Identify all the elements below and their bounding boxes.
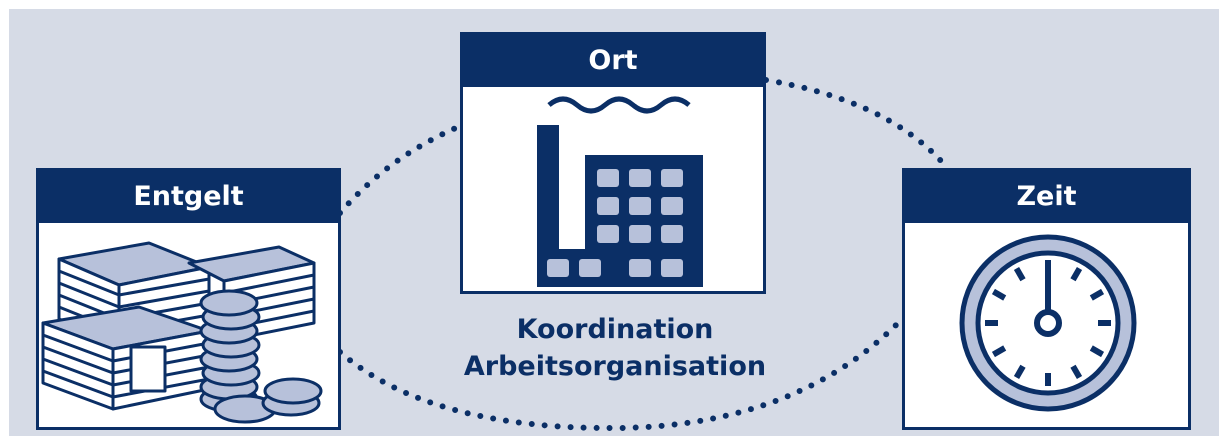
card-entgelt-title: Entgelt <box>39 171 338 223</box>
money-icon <box>41 241 323 424</box>
center-label-koordination: Koordination <box>516 314 714 345</box>
card-entgelt: Entgelt <box>36 168 341 430</box>
factory-icon <box>537 96 703 287</box>
clock-tick <box>1089 345 1105 358</box>
clock-tick <box>991 345 1007 358</box>
clock-tick <box>1089 288 1105 301</box>
card-ort: Ort <box>460 32 766 294</box>
card-zeit: Zeit <box>902 168 1191 430</box>
card-ort-title: Ort <box>463 35 763 87</box>
clock-tick <box>1013 364 1026 380</box>
card-zeit-title: Zeit <box>905 171 1188 223</box>
clock-icon <box>959 234 1137 412</box>
center-label-arbeitsorganisation: Arbeitsorganisation <box>463 351 767 382</box>
clock-tick <box>1013 266 1026 282</box>
clock-tick <box>1070 266 1083 282</box>
clock-tick <box>1070 364 1083 380</box>
clock-tick <box>991 288 1007 301</box>
